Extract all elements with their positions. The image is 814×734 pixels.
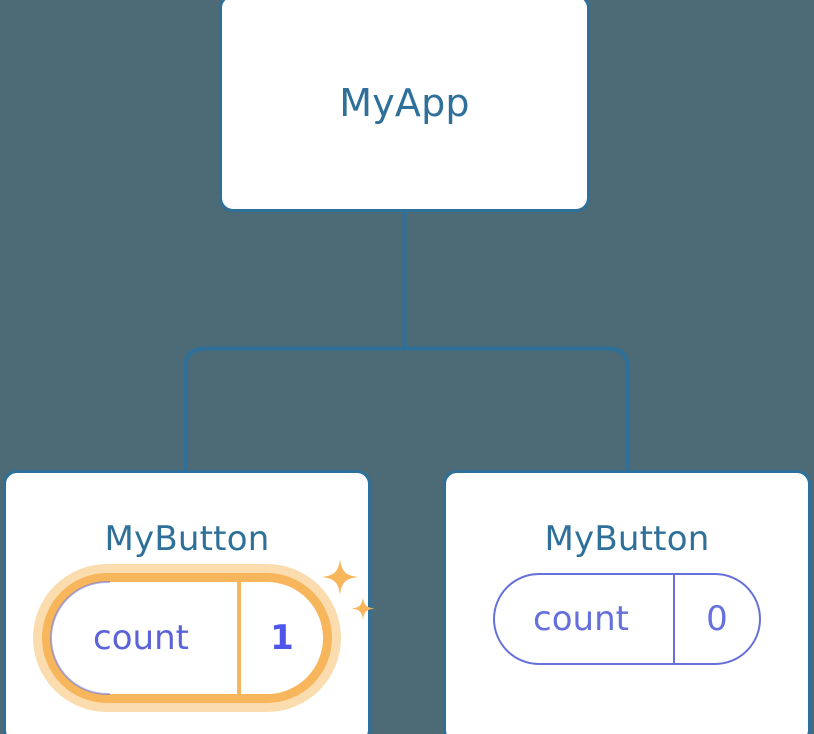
- state-divider-0: [237, 582, 241, 694]
- state-value-0: 1: [270, 618, 294, 658]
- state-divider-1: [673, 575, 675, 663]
- node-title-mybutton-0: MyButton: [104, 519, 270, 559]
- state-key-0: count: [93, 618, 189, 658]
- node-title-myapp: MyApp: [339, 81, 470, 125]
- node-card-myapp[interactable]: MyApp: [219, 0, 590, 212]
- state-pill-count-0[interactable]: count 1: [42, 573, 332, 703]
- state-row-0: count 1: [6, 573, 368, 703]
- state-row-1: count 0: [446, 573, 808, 665]
- state-pill-count-1[interactable]: count 0: [493, 573, 761, 665]
- node-title-mybutton-1: MyButton: [544, 519, 710, 559]
- state-value-1: 0: [706, 599, 728, 639]
- node-card-mybutton-1[interactable]: MyButton count 0: [443, 470, 811, 734]
- connector-branch: [183, 346, 630, 470]
- state-key-1: count: [533, 599, 629, 639]
- node-card-mybutton-0[interactable]: MyButton count 1: [3, 470, 371, 734]
